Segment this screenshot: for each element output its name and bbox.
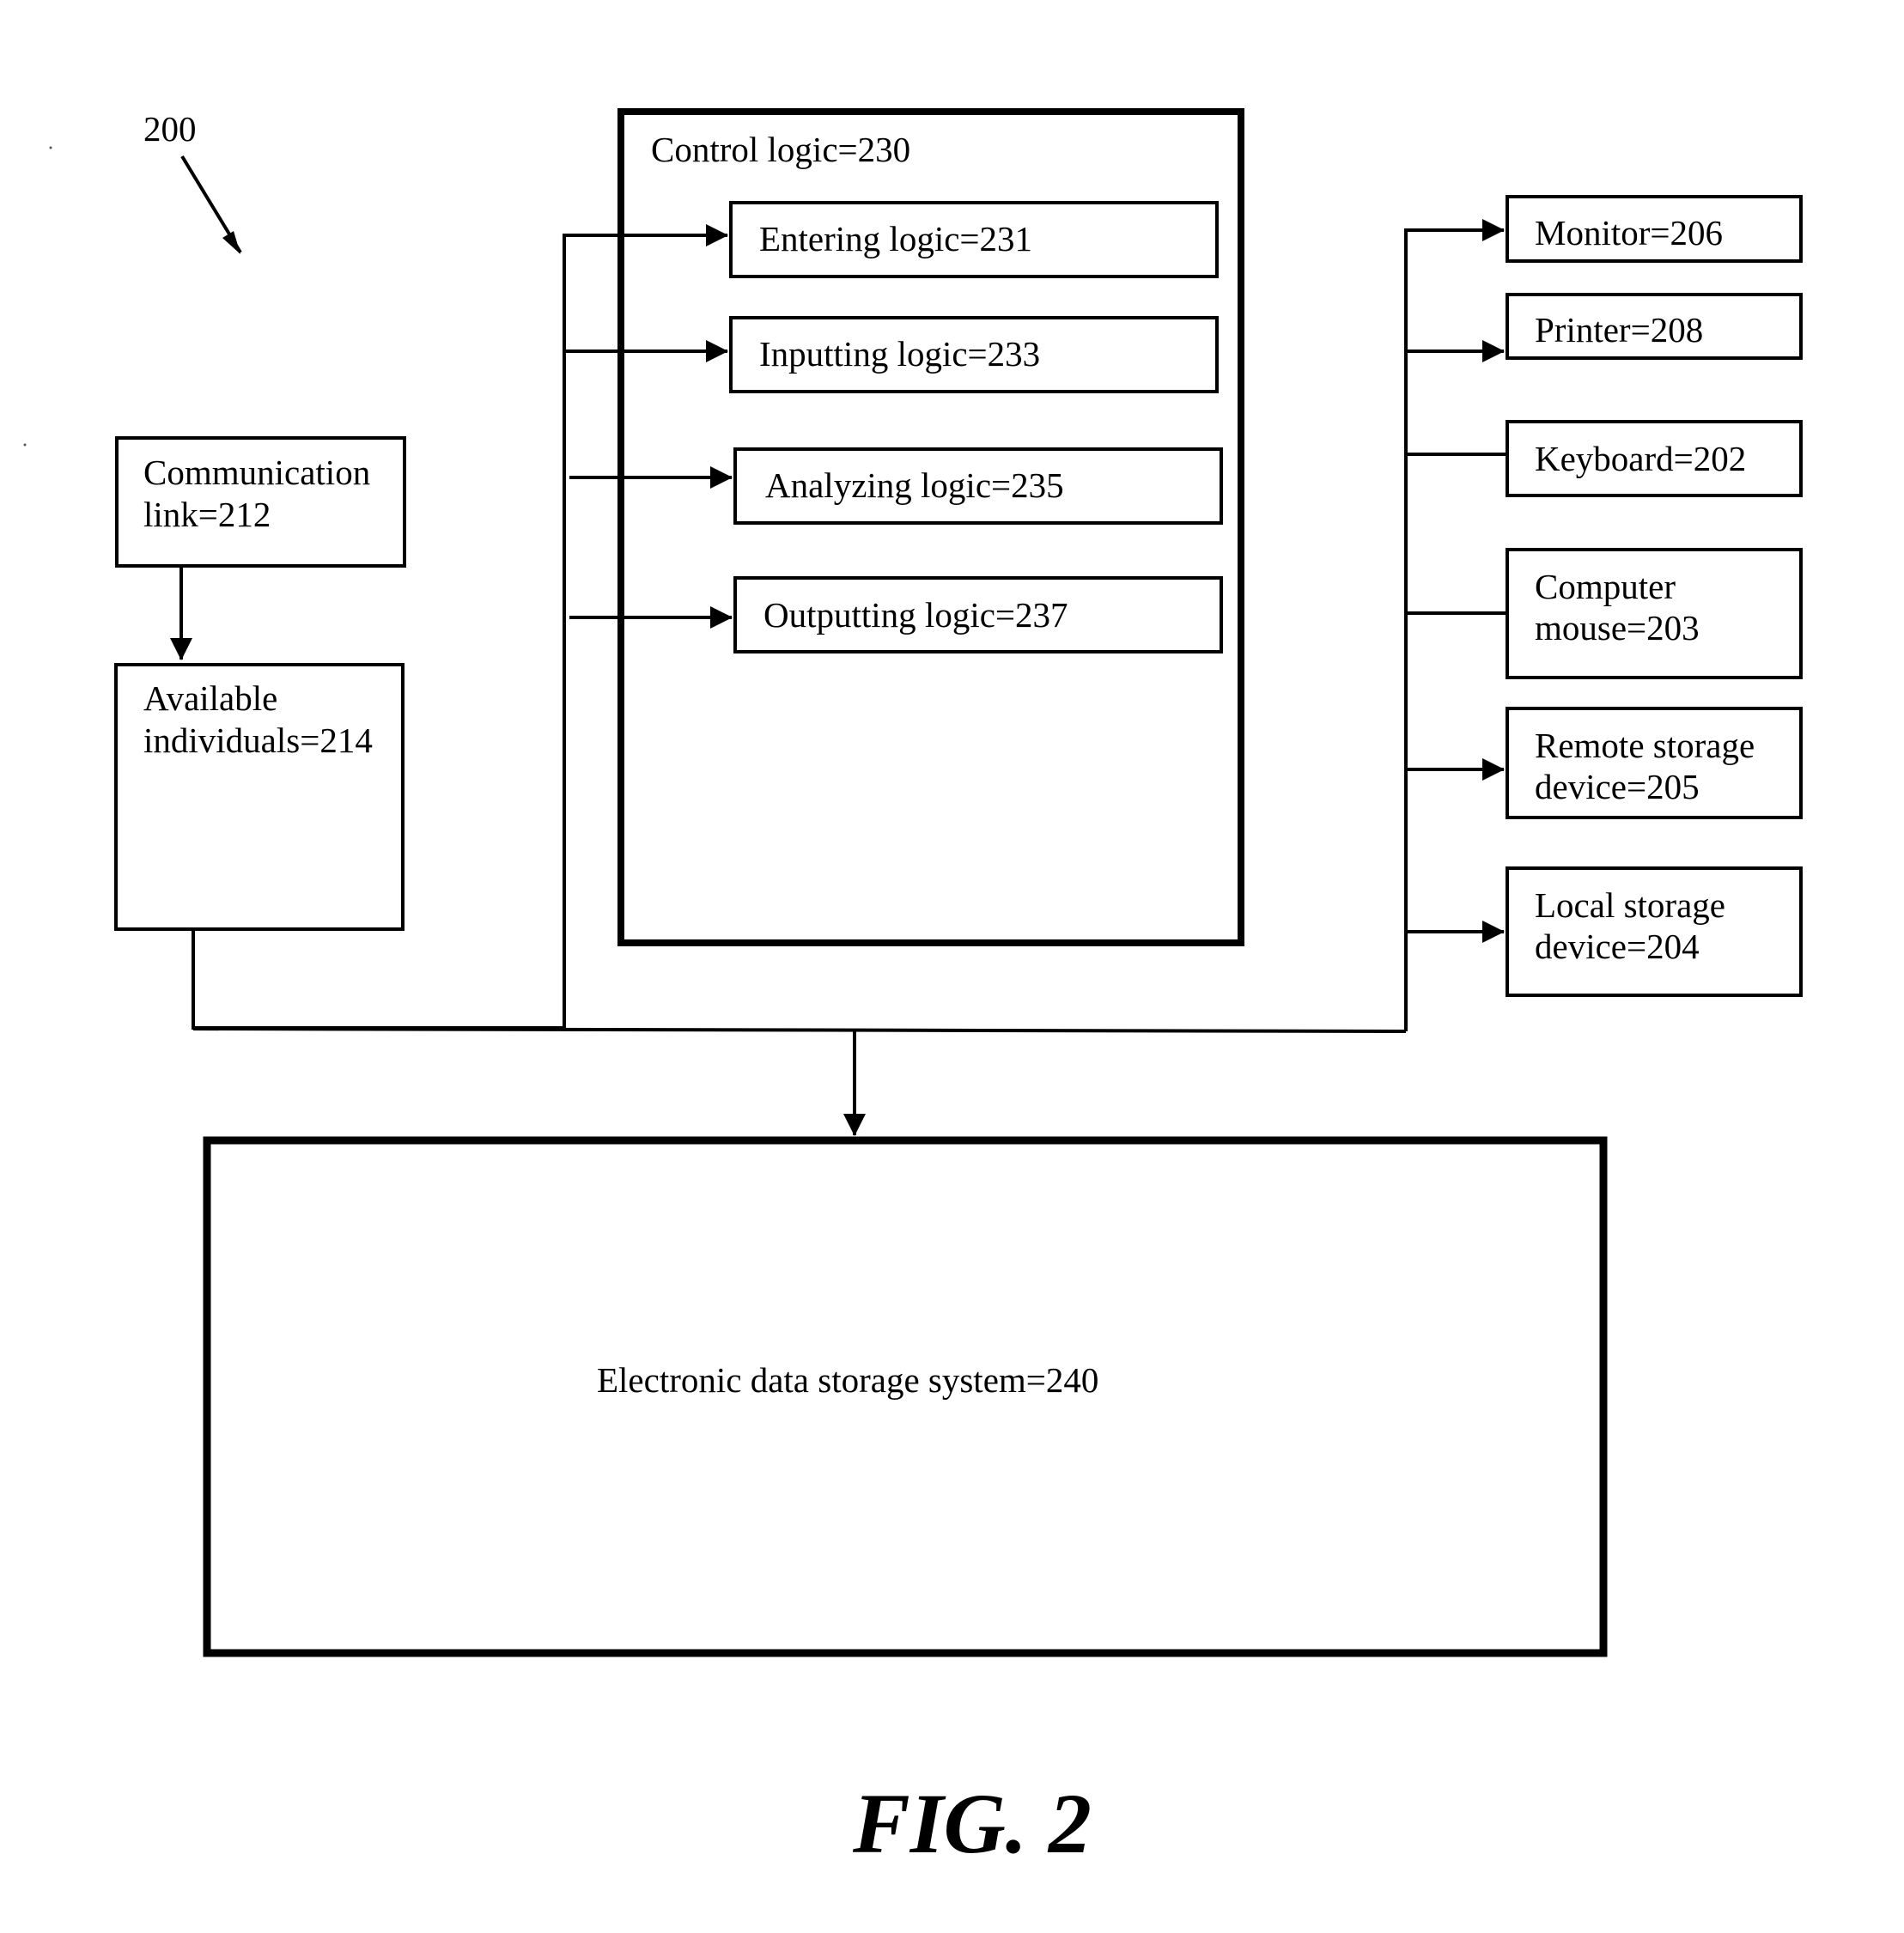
communication-link-label-line1: Communication <box>143 452 370 493</box>
local-storage-label-line2: device=204 <box>1535 926 1700 967</box>
printer-label: Printer=208 <box>1535 309 1703 350</box>
scan-speck <box>24 444 27 447</box>
available-to-bus-connector <box>193 929 564 1028</box>
reference-pointer-arrowhead <box>222 231 240 254</box>
local-storage-label-line1: Local storage <box>1535 884 1725 926</box>
monitor-label: Monitor=206 <box>1535 212 1723 253</box>
control-logic-label: Control logic=230 <box>651 129 910 170</box>
entering-logic-label: Entering logic=231 <box>759 218 1032 259</box>
remote-storage-label-line1: Remote storage <box>1535 725 1755 766</box>
analyzing-logic-label: Analyzing logic=235 <box>765 465 1064 506</box>
available-individuals-label-line1: Available <box>143 678 277 719</box>
scan-speck <box>50 147 52 149</box>
computer-mouse-label-line2: mouse=203 <box>1535 607 1700 648</box>
keyboard-label: Keyboard=202 <box>1535 438 1746 479</box>
remote-storage-label-line2: device=205 <box>1535 766 1700 807</box>
computer-mouse-label-line1: Computer <box>1535 566 1676 607</box>
figure-caption: FIG. 2 <box>853 1777 1092 1871</box>
main-bus <box>193 1029 1406 1031</box>
outputting-logic-label: Outputting logic=237 <box>763 594 1068 635</box>
inputting-logic-label: Inputting logic=233 <box>759 333 1040 374</box>
available-individuals-label-line2: individuals=214 <box>143 720 373 761</box>
reference-numeral: 200 <box>143 108 197 149</box>
communication-link-label-line2: link=212 <box>143 494 271 535</box>
electronic-storage-label: Electronic data storage system=240 <box>597 1359 1098 1401</box>
